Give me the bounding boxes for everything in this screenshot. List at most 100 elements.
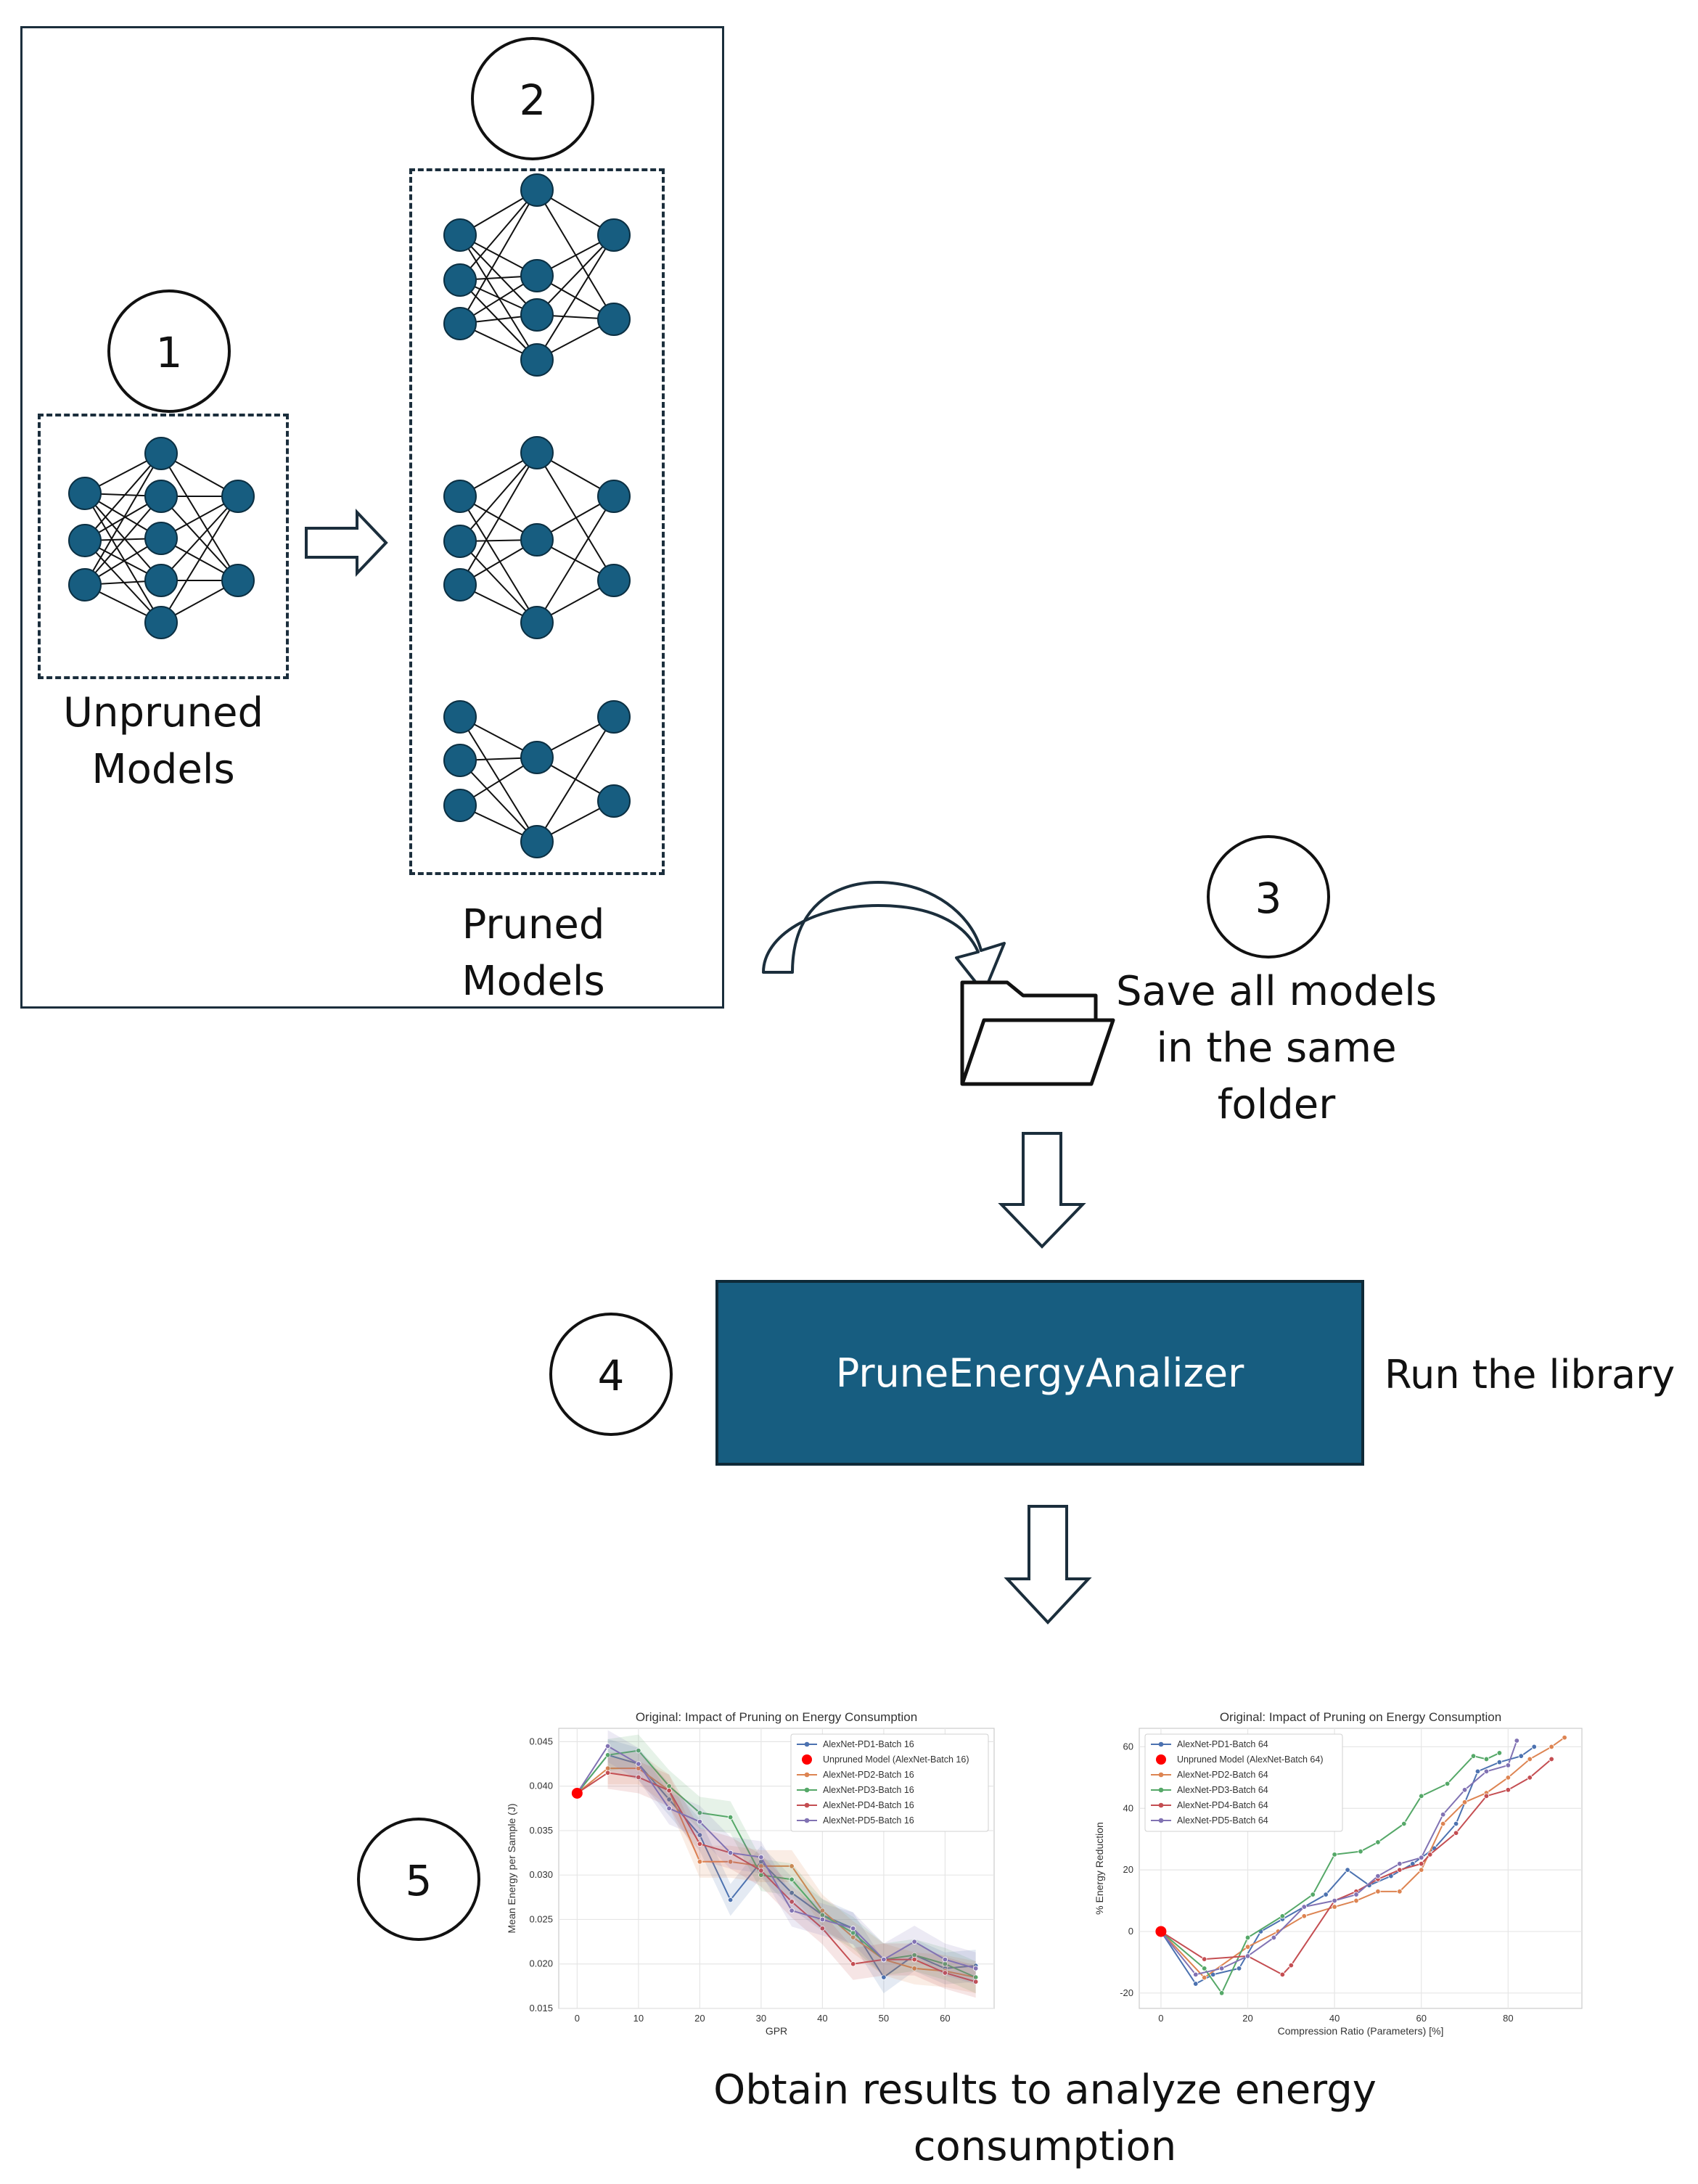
data-point: [1470, 1753, 1477, 1759]
data-point: [881, 1956, 887, 1963]
confidence-band: [607, 1738, 976, 1994]
data-point: [1475, 1768, 1481, 1775]
data-point: [727, 1859, 734, 1865]
data-point: [1375, 1873, 1381, 1879]
legend-label: AlexNet-PD4-Batch 16: [823, 1800, 914, 1810]
neuron-node: [597, 700, 631, 734]
series-line: [1160, 1746, 1535, 1985]
neuron-node: [597, 480, 631, 513]
neuron-node: [520, 173, 554, 207]
data-point: [1531, 1744, 1537, 1750]
data-point: [789, 1908, 795, 1913]
data-point: [1193, 1981, 1199, 1987]
svg-text:5: 5: [406, 1856, 432, 1905]
legend-marker: [1158, 1741, 1164, 1747]
data-point: [1453, 1820, 1459, 1827]
data-point: [972, 1979, 979, 1984]
legend-label: AlexNet-PD2-Batch 64: [1177, 1770, 1268, 1780]
legend-marker: [1156, 1754, 1166, 1765]
data-point: [1288, 1962, 1295, 1969]
data-point: [942, 1970, 948, 1976]
data-point: [636, 1774, 641, 1781]
down-arrow-icon: [998, 1132, 1086, 1249]
down-arrow-icon: [1004, 1505, 1092, 1625]
data-point: [636, 1761, 641, 1767]
neuron-node: [443, 568, 477, 602]
data-point: [1496, 1750, 1503, 1756]
legend-marker: [804, 1818, 810, 1823]
data-point: [1397, 1867, 1403, 1873]
data-point: [1461, 1787, 1468, 1793]
y-tick-label: 0.020: [529, 1958, 553, 1969]
data-point: [1279, 1913, 1286, 1919]
x-tick-label: 0: [575, 2013, 580, 2024]
data-point: [1496, 1759, 1503, 1765]
step-4-marker: 4: [549, 1313, 673, 1436]
legend-label: AlexNet-PD1-Batch 16: [823, 1739, 914, 1749]
neuron-node: [443, 307, 477, 340]
y-tick-label: 0: [1128, 1926, 1133, 1937]
data-point: [789, 1899, 795, 1905]
models-frame: [20, 26, 724, 1009]
x-tick-label: 40: [1329, 2013, 1340, 2024]
neuron-node: [597, 784, 631, 818]
data-point: [972, 1966, 979, 1971]
legend-label: AlexNet-PD5-Batch 64: [1177, 1815, 1268, 1826]
step-2-marker: 2: [471, 37, 594, 160]
unpruned-network-icon: [68, 437, 255, 639]
data-point: [1419, 1867, 1424, 1873]
data-point: [636, 1747, 641, 1754]
data-point: [604, 1743, 611, 1749]
y-tick-label: 60: [1123, 1741, 1133, 1752]
data-point: [697, 1859, 703, 1865]
legend-label: AlexNet-PD5-Batch 16: [823, 1815, 914, 1826]
neuron-node: [443, 525, 477, 558]
svg-text:2: 2: [520, 75, 546, 125]
neuron-node: [144, 480, 178, 513]
data-point: [881, 1974, 887, 1980]
y-tick-label: 20: [1123, 1864, 1133, 1875]
series-line: [1160, 1740, 1518, 1976]
data-point: [666, 1805, 672, 1811]
svg-text:1: 1: [156, 328, 183, 377]
step-3-marker: 3: [1207, 835, 1330, 958]
data-point: [1440, 1812, 1446, 1818]
data-point: [1419, 1855, 1424, 1860]
step-5-marker: 5: [357, 1818, 480, 1941]
neuron-node: [68, 477, 102, 510]
legend-label: AlexNet-PD4-Batch 64: [1177, 1800, 1268, 1810]
data-point: [1244, 1934, 1251, 1941]
neuron-node: [144, 437, 178, 470]
data-point: [1353, 1892, 1359, 1897]
neuron-node: [520, 606, 554, 639]
confidence-band: [607, 1734, 976, 1994]
x-tick-label: 20: [1242, 2013, 1252, 2024]
y-tick-label: 0.040: [529, 1781, 553, 1791]
data-point: [819, 1916, 826, 1923]
data-point: [727, 1850, 734, 1856]
data-point: [1483, 1768, 1490, 1775]
data-point: [1236, 1966, 1242, 1971]
neuron-node: [597, 218, 631, 252]
legend-marker: [804, 1787, 810, 1793]
neuron-node: [221, 564, 255, 597]
neuron-node: [68, 524, 102, 557]
unpruned-model-box: [38, 414, 289, 679]
data-point: [697, 1810, 703, 1816]
x-tick-label: 40: [817, 2013, 827, 2024]
data-point: [1461, 1799, 1468, 1805]
data-point: [1549, 1744, 1554, 1750]
series-line: [576, 1772, 976, 1983]
legend-box: [790, 1733, 989, 1832]
library-box: PruneEnergyAnalizer: [715, 1280, 1364, 1466]
data-point: [1527, 1756, 1533, 1762]
data-point: [789, 1876, 795, 1883]
data-point: [1244, 1944, 1251, 1950]
x-tick-label: 10: [633, 2013, 644, 2024]
data-point: [697, 1818, 703, 1825]
legend-box: [1144, 1733, 1343, 1832]
data-point: [1218, 1966, 1225, 1971]
neuron-node: [443, 789, 477, 822]
